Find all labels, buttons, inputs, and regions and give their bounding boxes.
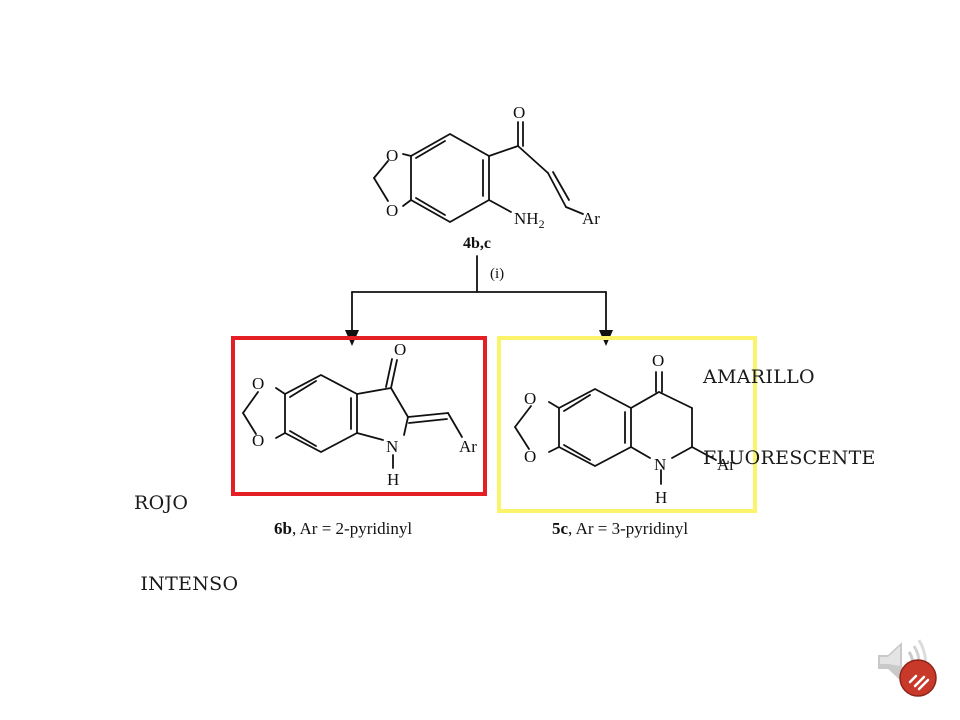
annotation-amarillo: AMARILLO FLUORESCENTE — [703, 310, 876, 526]
atom-h-5c: H — [655, 488, 667, 507]
atom-o-carbonyl-4bc: O — [513, 103, 525, 122]
atom-n-5c: N — [654, 455, 666, 474]
atom-ar-6b: Ar — [459, 437, 477, 456]
compound-6b-id: 6b — [274, 519, 292, 538]
atom-o-ring2-5c: O — [524, 447, 536, 466]
structure-6b — [242, 358, 463, 469]
highlight-box-yellow — [497, 336, 757, 513]
compound-6b-desc: , Ar = 2-pyridinyl — [292, 519, 412, 538]
atom-o-ring2-4bc: O — [386, 201, 398, 220]
atom-ar-5c: Ar — [717, 455, 735, 474]
highlight-box-red — [231, 336, 487, 496]
atom-o-ring1-6b: O — [252, 374, 264, 393]
compound-5c-desc: , Ar = 3-pyridinyl — [568, 519, 688, 538]
annotation-rojo: ROJO INTENSO — [134, 436, 238, 652]
amine-main: NH — [514, 209, 539, 228]
annotation-rojo-line1: ROJO — [134, 492, 189, 514]
atom-h-6b: H — [387, 470, 399, 489]
speaker-icon[interactable] — [872, 632, 942, 702]
atom-o-ring1-4bc: O — [386, 146, 398, 165]
compound-label-6b: 6b, Ar = 2-pyridinyl — [274, 519, 412, 538]
structure-5c — [514, 371, 717, 485]
atom-n-6b: N — [386, 437, 398, 456]
annotation-amarillo-line1: AMARILLO — [703, 366, 815, 388]
amine-subscript: 2 — [539, 217, 545, 231]
atom-o-carbonyl-6b: O — [394, 340, 406, 359]
annotation-rojo-line2: INTENSO — [134, 573, 239, 595]
compound-label-4bc: 4b,c — [463, 235, 491, 252]
annotation-amarillo-line2: FLUORESCENTE — [703, 447, 876, 469]
atom-ar-4bc: Ar — [582, 209, 600, 228]
reagent-label: (i) — [490, 266, 504, 282]
atom-amine-4bc: NH2 — [514, 209, 545, 231]
atom-o-carbonyl-5c: O — [652, 351, 664, 370]
compound-label-5c: 5c, Ar = 3-pyridinyl — [552, 519, 688, 538]
compound-5c-id: 5c — [552, 519, 569, 538]
structure-4bc — [351, 121, 607, 331]
playback-badge — [899, 659, 937, 697]
atom-o-ring1-5c: O — [524, 389, 536, 408]
atom-o-ring2-6b: O — [252, 431, 264, 450]
